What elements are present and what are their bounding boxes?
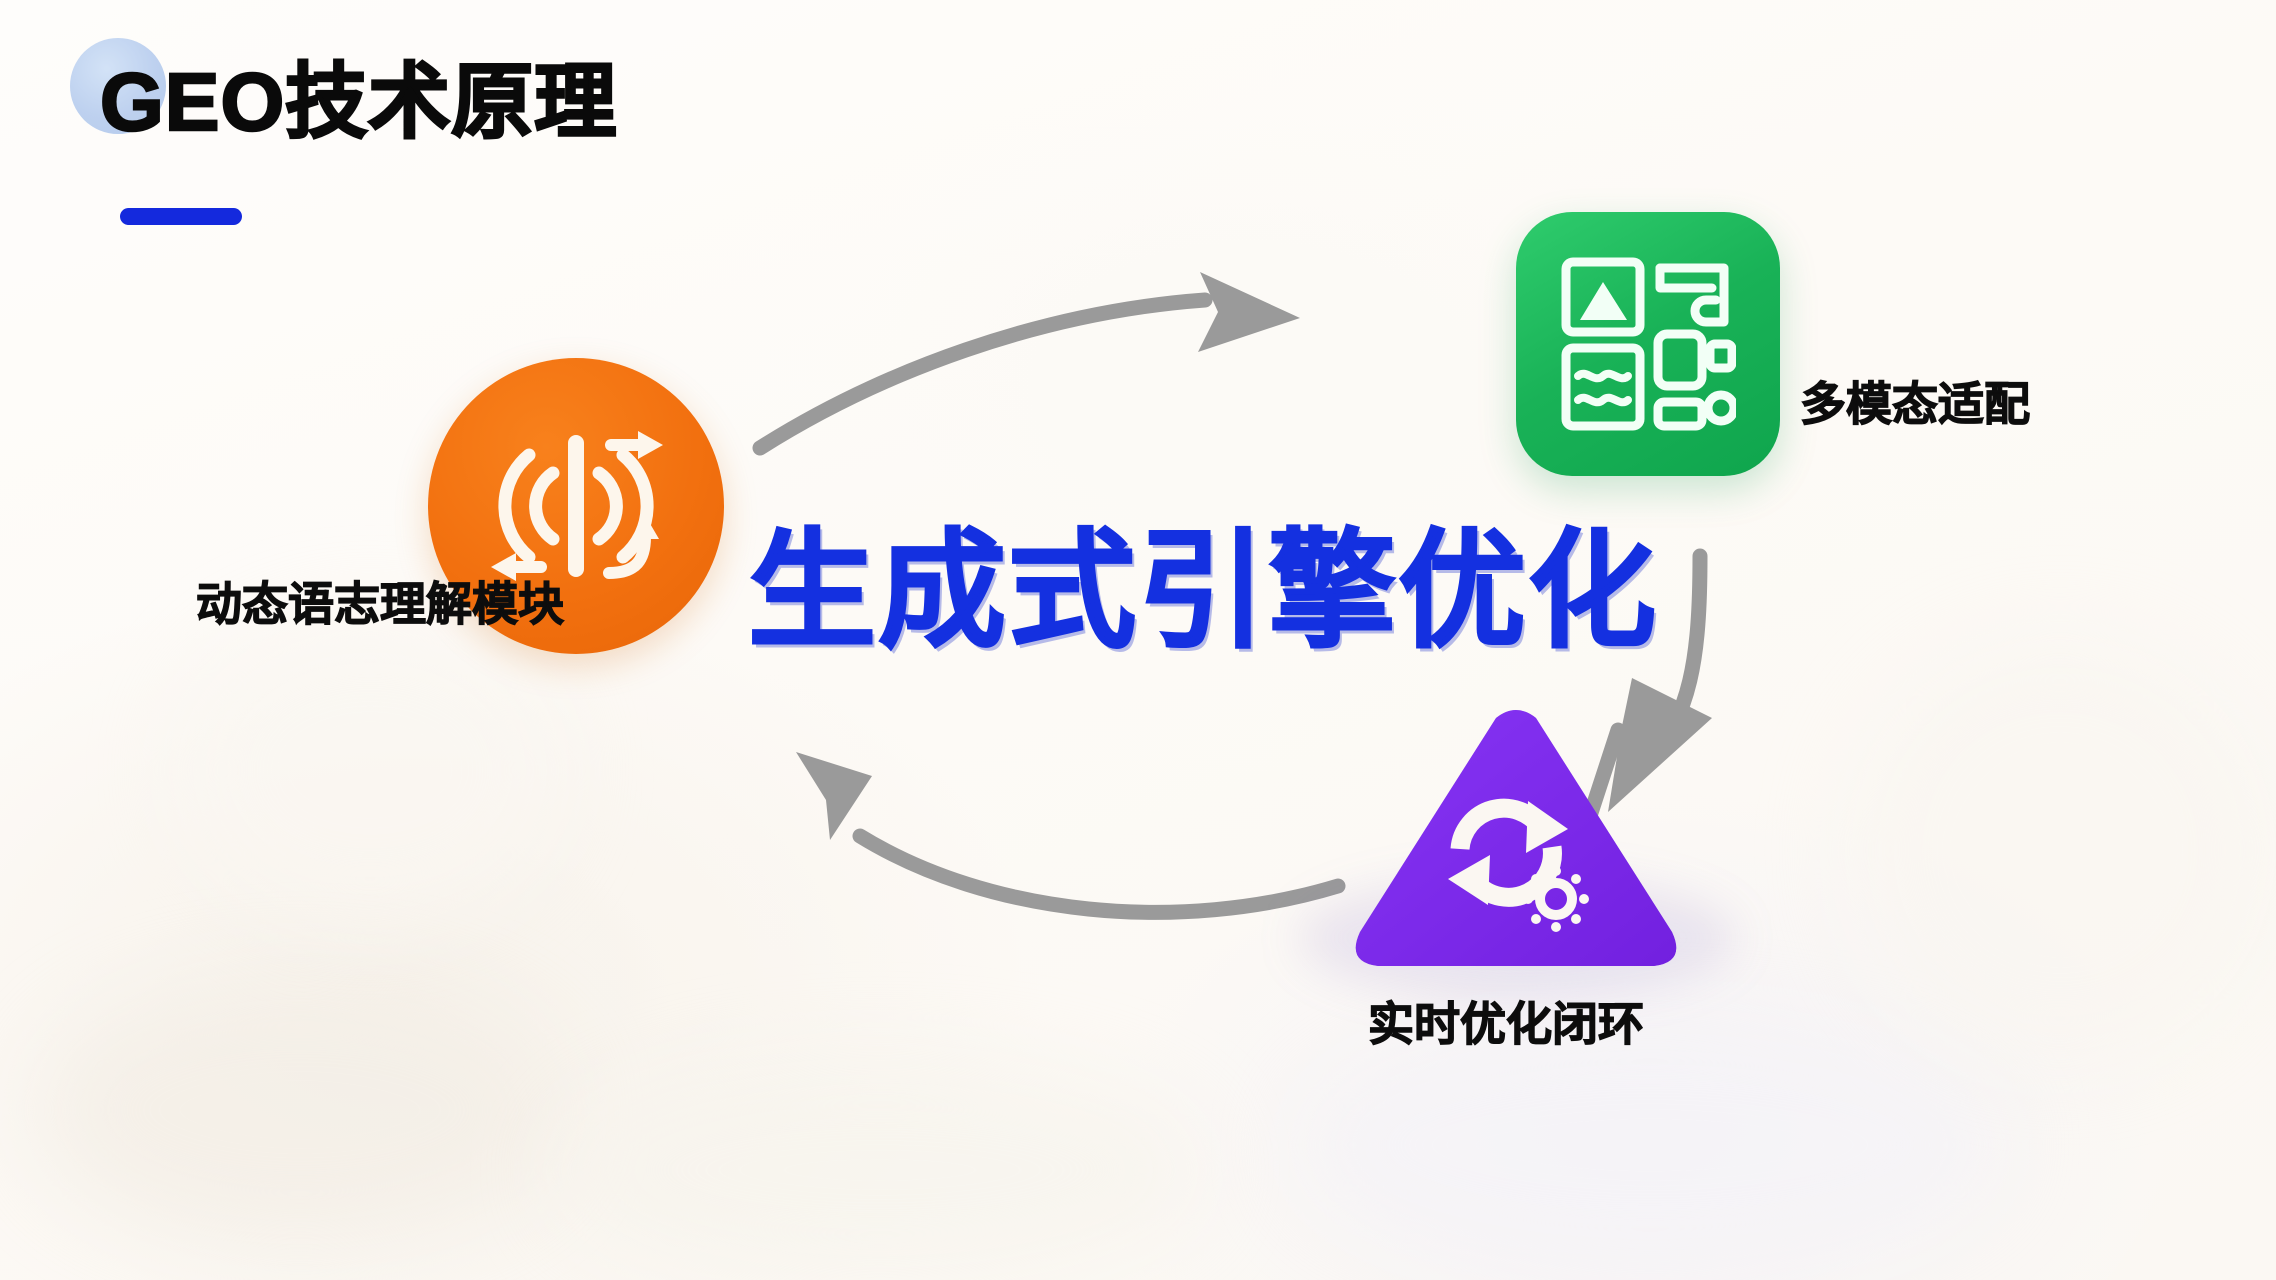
background-texture-blotch	[40, 980, 560, 1240]
label-realtime-optimization-loop: 实时优化闭环	[1367, 997, 1644, 1050]
page-title: GEO技术原理	[99, 57, 618, 148]
center-headline: 生成式引擎优化	[747, 520, 1659, 663]
triangle-outline-icon	[1355, 710, 1677, 966]
green-rounded-square-shape	[1516, 212, 1780, 476]
node-dynamic-semantic-module[interactable]	[428, 358, 724, 654]
background-texture-blotch	[1850, 640, 2270, 1060]
title-decoration-circle	[70, 38, 166, 134]
orange-circle-shape	[428, 358, 724, 654]
background-texture-blotch	[180, 620, 560, 920]
background-texture-blotch	[560, 1060, 1200, 1280]
arrow-loop-to-dynamic	[796, 752, 1346, 920]
title-block: GEO技术原理	[70, 32, 618, 148]
multimodal-grid-icon	[1561, 257, 1736, 431]
refresh-cycle-gear-icon	[1448, 799, 1589, 933]
node-realtime-optimization-loop[interactable]	[1298, 700, 1736, 998]
purple-triangle-shape	[1346, 700, 1686, 980]
title-underline-bar	[120, 208, 242, 225]
node-multimodal-adaptation[interactable]	[1516, 212, 1780, 476]
signal-broadcast-icon	[491, 431, 663, 581]
arrow-dynamic-to-multimodal	[752, 272, 1300, 456]
label-dynamic-semantic-module: 动态语志理解模块	[195, 577, 564, 630]
background-texture-blotch	[1300, 1020, 2000, 1270]
label-multimodal-adaptation: 多模态适配	[1799, 377, 2030, 430]
